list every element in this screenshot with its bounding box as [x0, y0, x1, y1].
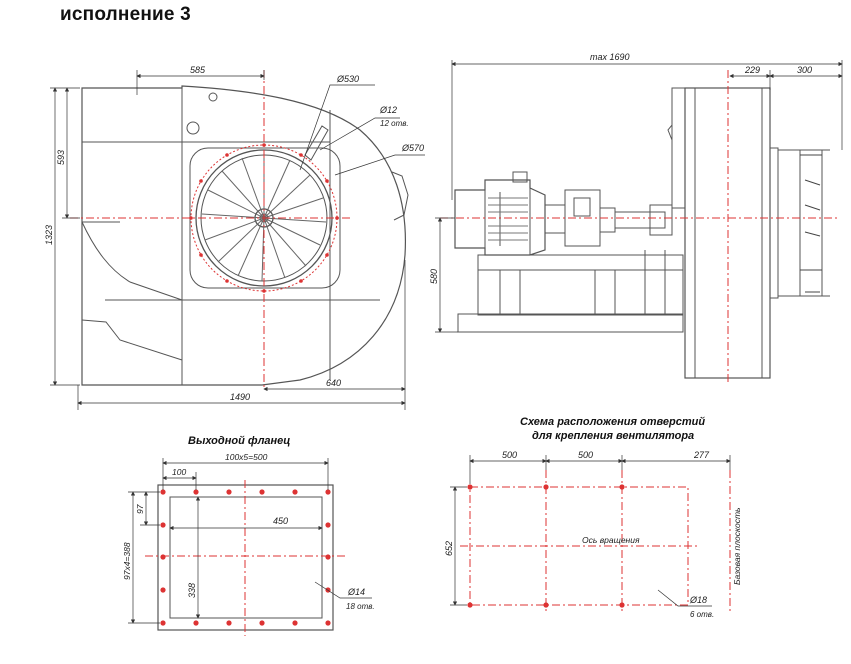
dim-338: 338 — [187, 583, 197, 598]
side-view-dimensions — [435, 60, 843, 333]
outlet-flange-drawing — [145, 480, 345, 636]
mount-scheme-dimensions — [450, 455, 731, 607]
dim-500-a: 500 — [502, 450, 517, 460]
mount-scheme-drawing — [460, 470, 731, 612]
dim-100x5: 100x5=500 — [225, 452, 268, 462]
dim-d12: Ø12 — [379, 105, 397, 115]
mount-scheme-title-1: Схема расположения отверстий — [520, 416, 705, 428]
dim-97x4: 97x4=388 — [122, 542, 132, 580]
dim-450: 450 — [273, 516, 288, 526]
outlet-flange-title: Выходной фланец — [188, 435, 290, 447]
dim-640: 640 — [326, 378, 341, 388]
dim-580: 580 — [429, 269, 439, 284]
dim-300: 300 — [797, 65, 812, 75]
front-view — [70, 70, 409, 390]
dim-d570: Ø570 — [401, 143, 424, 153]
mount-scheme-dim-labels: 500 500 277 652 Ось вращения Базовая пло… — [444, 450, 742, 619]
front-view-dimensions — [50, 70, 425, 410]
mount-scheme-holes — [467, 484, 625, 608]
base-plane-label: Базовая плоскость — [732, 507, 742, 585]
dim-max-1690: max 1690 — [590, 52, 630, 62]
rotation-axis-label: Ось вращения — [582, 535, 640, 545]
impeller-blades — [201, 155, 327, 282]
outlet-flange-dimensions — [128, 458, 372, 624]
dim-d18: Ø18 — [689, 595, 707, 605]
outlet-flange-holes — [160, 489, 331, 626]
dim-6-holes: 6 отв. — [690, 610, 714, 619]
dim-593: 593 — [56, 150, 66, 165]
dim-18-holes: 18 отв. — [346, 602, 375, 611]
side-view-dim-labels: max 1690 229 300 580 — [429, 52, 812, 284]
mount-scheme-title-2: для крепления вентилятора — [532, 430, 694, 442]
dim-500-b: 500 — [578, 450, 593, 460]
dim-229: 229 — [744, 65, 760, 75]
flange-bolt-holes — [189, 143, 339, 293]
dim-100: 100 — [172, 467, 186, 477]
page-title: исполнение 3 — [60, 4, 191, 25]
dim-652: 652 — [444, 541, 454, 556]
outlet-flange-dim-labels: 100x5=500 100 450 97x4=388 97 338 Ø14 18… — [122, 452, 375, 611]
dim-d14: Ø14 — [347, 587, 365, 597]
dim-1490: 1490 — [230, 392, 250, 402]
side-view — [440, 70, 840, 385]
front-view-dim-labels: 585 Ø530 Ø12 12 отв. Ø570 593 1323 640 1… — [44, 65, 424, 402]
dim-585: 585 — [190, 65, 206, 75]
housing-outline — [81, 85, 407, 386]
dim-12-holes: 12 отв. — [380, 119, 409, 128]
dim-97: 97 — [135, 504, 145, 514]
dim-d530: Ø530 — [336, 74, 359, 84]
dim-1323: 1323 — [44, 225, 54, 245]
dim-277: 277 — [693, 450, 710, 460]
